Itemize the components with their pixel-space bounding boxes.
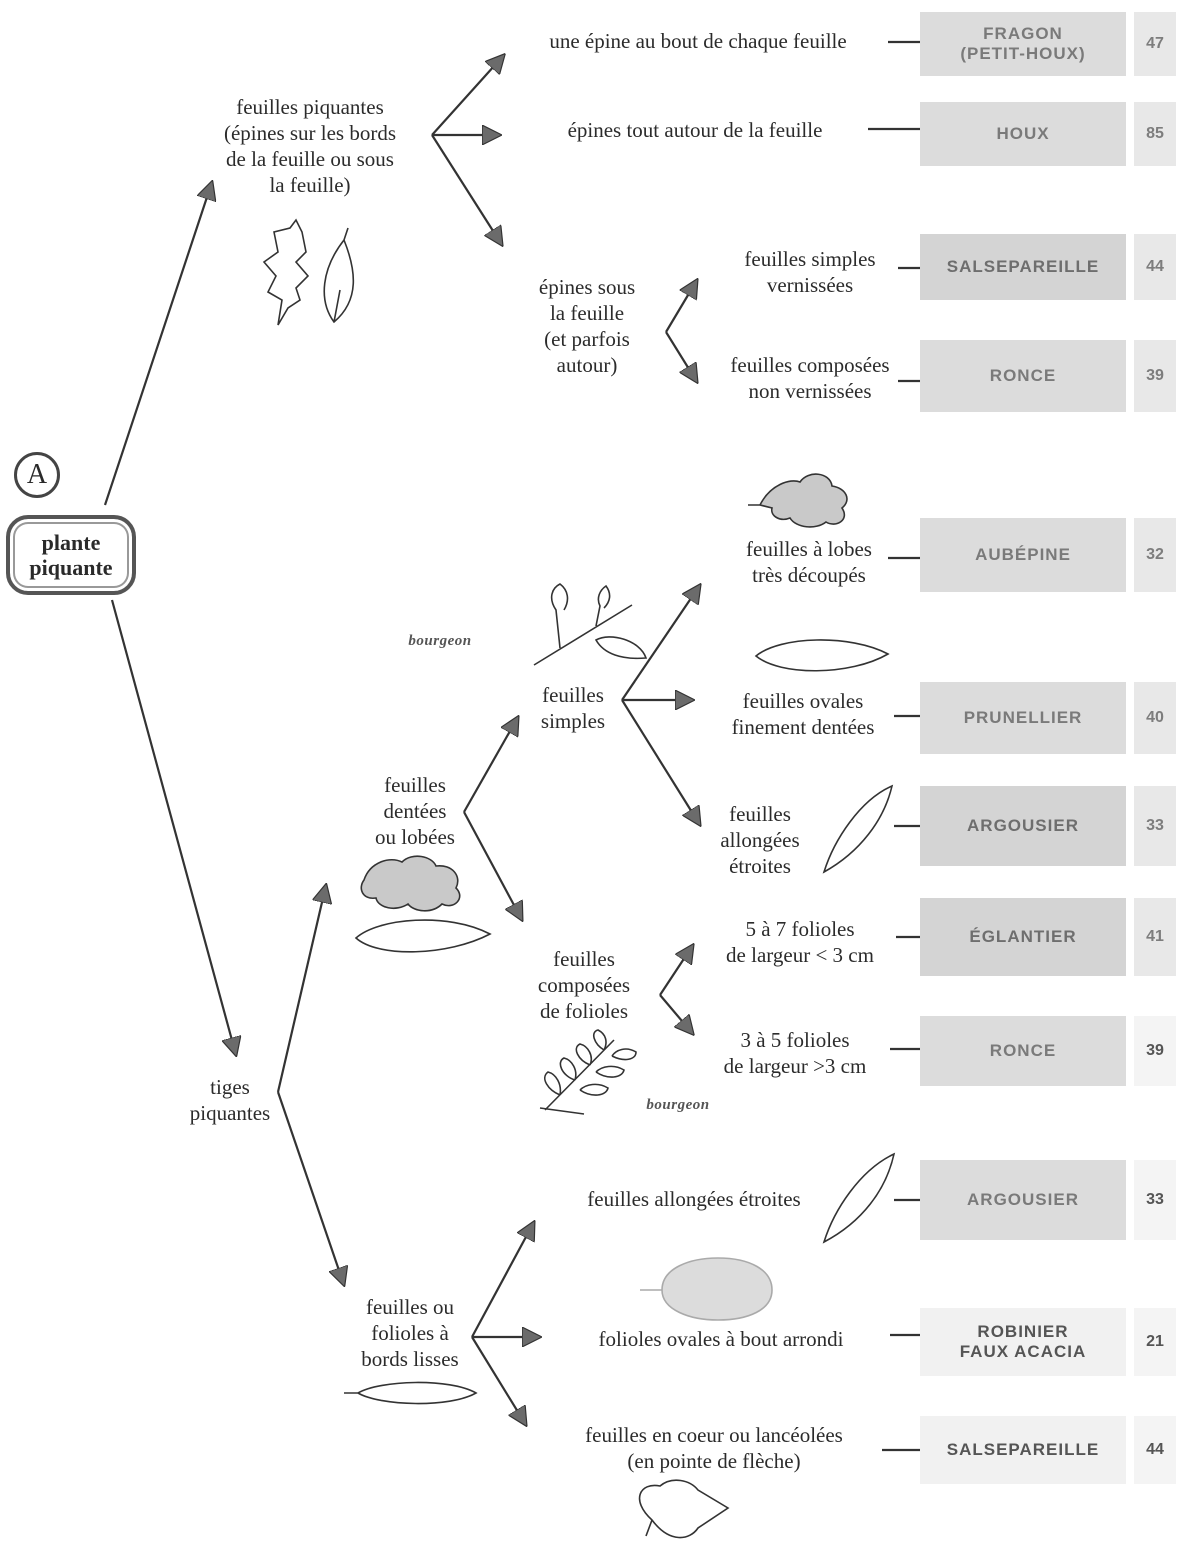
edge-dl-composees [463, 811, 522, 920]
edge-fs-lobes [621, 585, 700, 701]
page-number-ronce-1: 39 [1134, 340, 1176, 412]
node-lobes-decoupes: feuilles à lobes très découpés [746, 537, 872, 587]
lobed-leaf-icon [748, 473, 848, 528]
serrated-oval-leaf-icon [754, 639, 890, 672]
node-folioles-3-5: 3 à 5 folioles de largeur >3 cm [723, 1028, 867, 1078]
edge-tiges-lisses [276, 1091, 344, 1285]
edge-bl-coeur [471, 1336, 526, 1425]
node-epine-bout: une épine au bout de chaque feuille [549, 29, 847, 53]
node-composees-non-vernissees: feuilles composées non vernissées [730, 353, 890, 403]
node-tiges-piquantes: tiges piquantes [189, 1075, 271, 1125]
page-number-fragon: 47 [1134, 12, 1176, 76]
edge-es-simples [665, 280, 697, 333]
node-epines-autour: épines tout autour de la feuille [567, 118, 823, 142]
edge-fp-epine-bout [431, 55, 504, 136]
page-number-salsepareille-2: 44 [1134, 1416, 1176, 1484]
page-number-robinier: 21 [1134, 1308, 1176, 1376]
edge-fc-3-5 [659, 994, 693, 1034]
result-argousier-1: ARGOUSIER [920, 786, 1126, 866]
node-folioles-5-7: 5 à 7 folioles de largeur < 3 cm [726, 917, 874, 967]
node-feuilles-simples: feuilles simples [540, 683, 606, 733]
node-allongees-etroites-2: feuilles allongées étroites [587, 1187, 801, 1211]
result-prunellier: PRUNELLIER [920, 682, 1126, 754]
page-number-argousier-1: 33 [1134, 786, 1176, 866]
edge-root-feuilles-piquantes [103, 182, 212, 506]
label-bourgeon-1: bourgeon [408, 633, 472, 649]
page-number-salsepareille-1: 44 [1134, 234, 1176, 300]
node-allongees-etroites-1: feuilles allongées étroites [720, 802, 800, 878]
narrow-leaf-icon-1 [822, 784, 894, 874]
narrow-leaf-icon-2 [822, 1152, 896, 1244]
result-eglantier: ÉGLANTIER [920, 898, 1126, 976]
edge-fs-allongees [621, 699, 700, 825]
compound-leaf-icon [539, 1029, 637, 1115]
result-salsepareille-2: SALSEPAREILLE [920, 1416, 1126, 1484]
node-epines-sous: épines sous la feuille (et parfois autou… [538, 275, 636, 377]
node-feuilles-piquantes: feuilles piquantes (épines sur les bords… [223, 95, 397, 197]
node-coeur-lanceolees: feuilles en coeur ou lancéolées (en poin… [585, 1423, 843, 1473]
oak-leaf-icon [360, 855, 461, 912]
node-ovales-dentees: feuilles ovales finement dentées [731, 689, 875, 739]
node-dentees-lobees: feuilles dentées ou lobées [375, 773, 455, 849]
node-composees-folioles: feuilles composées de folioles [537, 947, 631, 1023]
bud-branch-icon [533, 583, 648, 666]
holly-leaf-icon [262, 218, 310, 326]
result-salsepareille-1: SALSEPAREILLE [920, 234, 1126, 300]
result-fragon: FRAGON (PETIT-HOUX) [920, 12, 1126, 76]
result-ronce-2: RONCE [920, 1016, 1126, 1086]
page-number-eglantier: 41 [1134, 898, 1176, 976]
edge-bl-allongees [471, 1222, 534, 1338]
result-houx: HOUX [920, 102, 1126, 166]
edge-dl-simples [463, 717, 518, 813]
page-number-aubepine: 32 [1134, 518, 1176, 592]
page-number-houx: 85 [1134, 102, 1176, 166]
root-node-plante-piquante: plante piquante [6, 515, 136, 595]
serrated-leaf-icon-left [354, 919, 492, 953]
butcher-broom-leaf-icon [323, 227, 355, 324]
label-bourgeon-2: bourgeon [646, 1097, 710, 1113]
node-folioles-ovales: folioles ovales à bout arrondi [598, 1327, 844, 1351]
result-aubepine: AUBÉPINE [920, 518, 1126, 592]
node-simples-vernissees: feuilles simples vernissées [744, 247, 876, 297]
edge-root-tiges [110, 599, 236, 1055]
result-ronce-1: RONCE [920, 340, 1126, 412]
heart-leaf-icon [638, 1479, 730, 1539]
page-number-prunellier: 40 [1134, 682, 1176, 754]
smooth-oval-leaf-icon [344, 1381, 478, 1405]
root-letter: A [26, 459, 48, 490]
edge-fc-5-7 [659, 945, 693, 996]
result-argousier-2: ARGOUSIER [920, 1160, 1126, 1240]
edge-fp-epines-sous [431, 134, 502, 245]
result-robinier: ROBINIER FAUX ACACIA [920, 1308, 1126, 1376]
edge-es-composees [665, 331, 697, 382]
edge-tiges-dentees [276, 885, 326, 1093]
root-letter-badge: A [14, 452, 60, 498]
page-number-ronce-2: 39 [1134, 1016, 1176, 1086]
page-number-argousier-2: 33 [1134, 1160, 1176, 1240]
round-leaflet-icon [640, 1257, 773, 1321]
node-bords-lisses: feuilles ou folioles à bords lisses [361, 1295, 459, 1371]
